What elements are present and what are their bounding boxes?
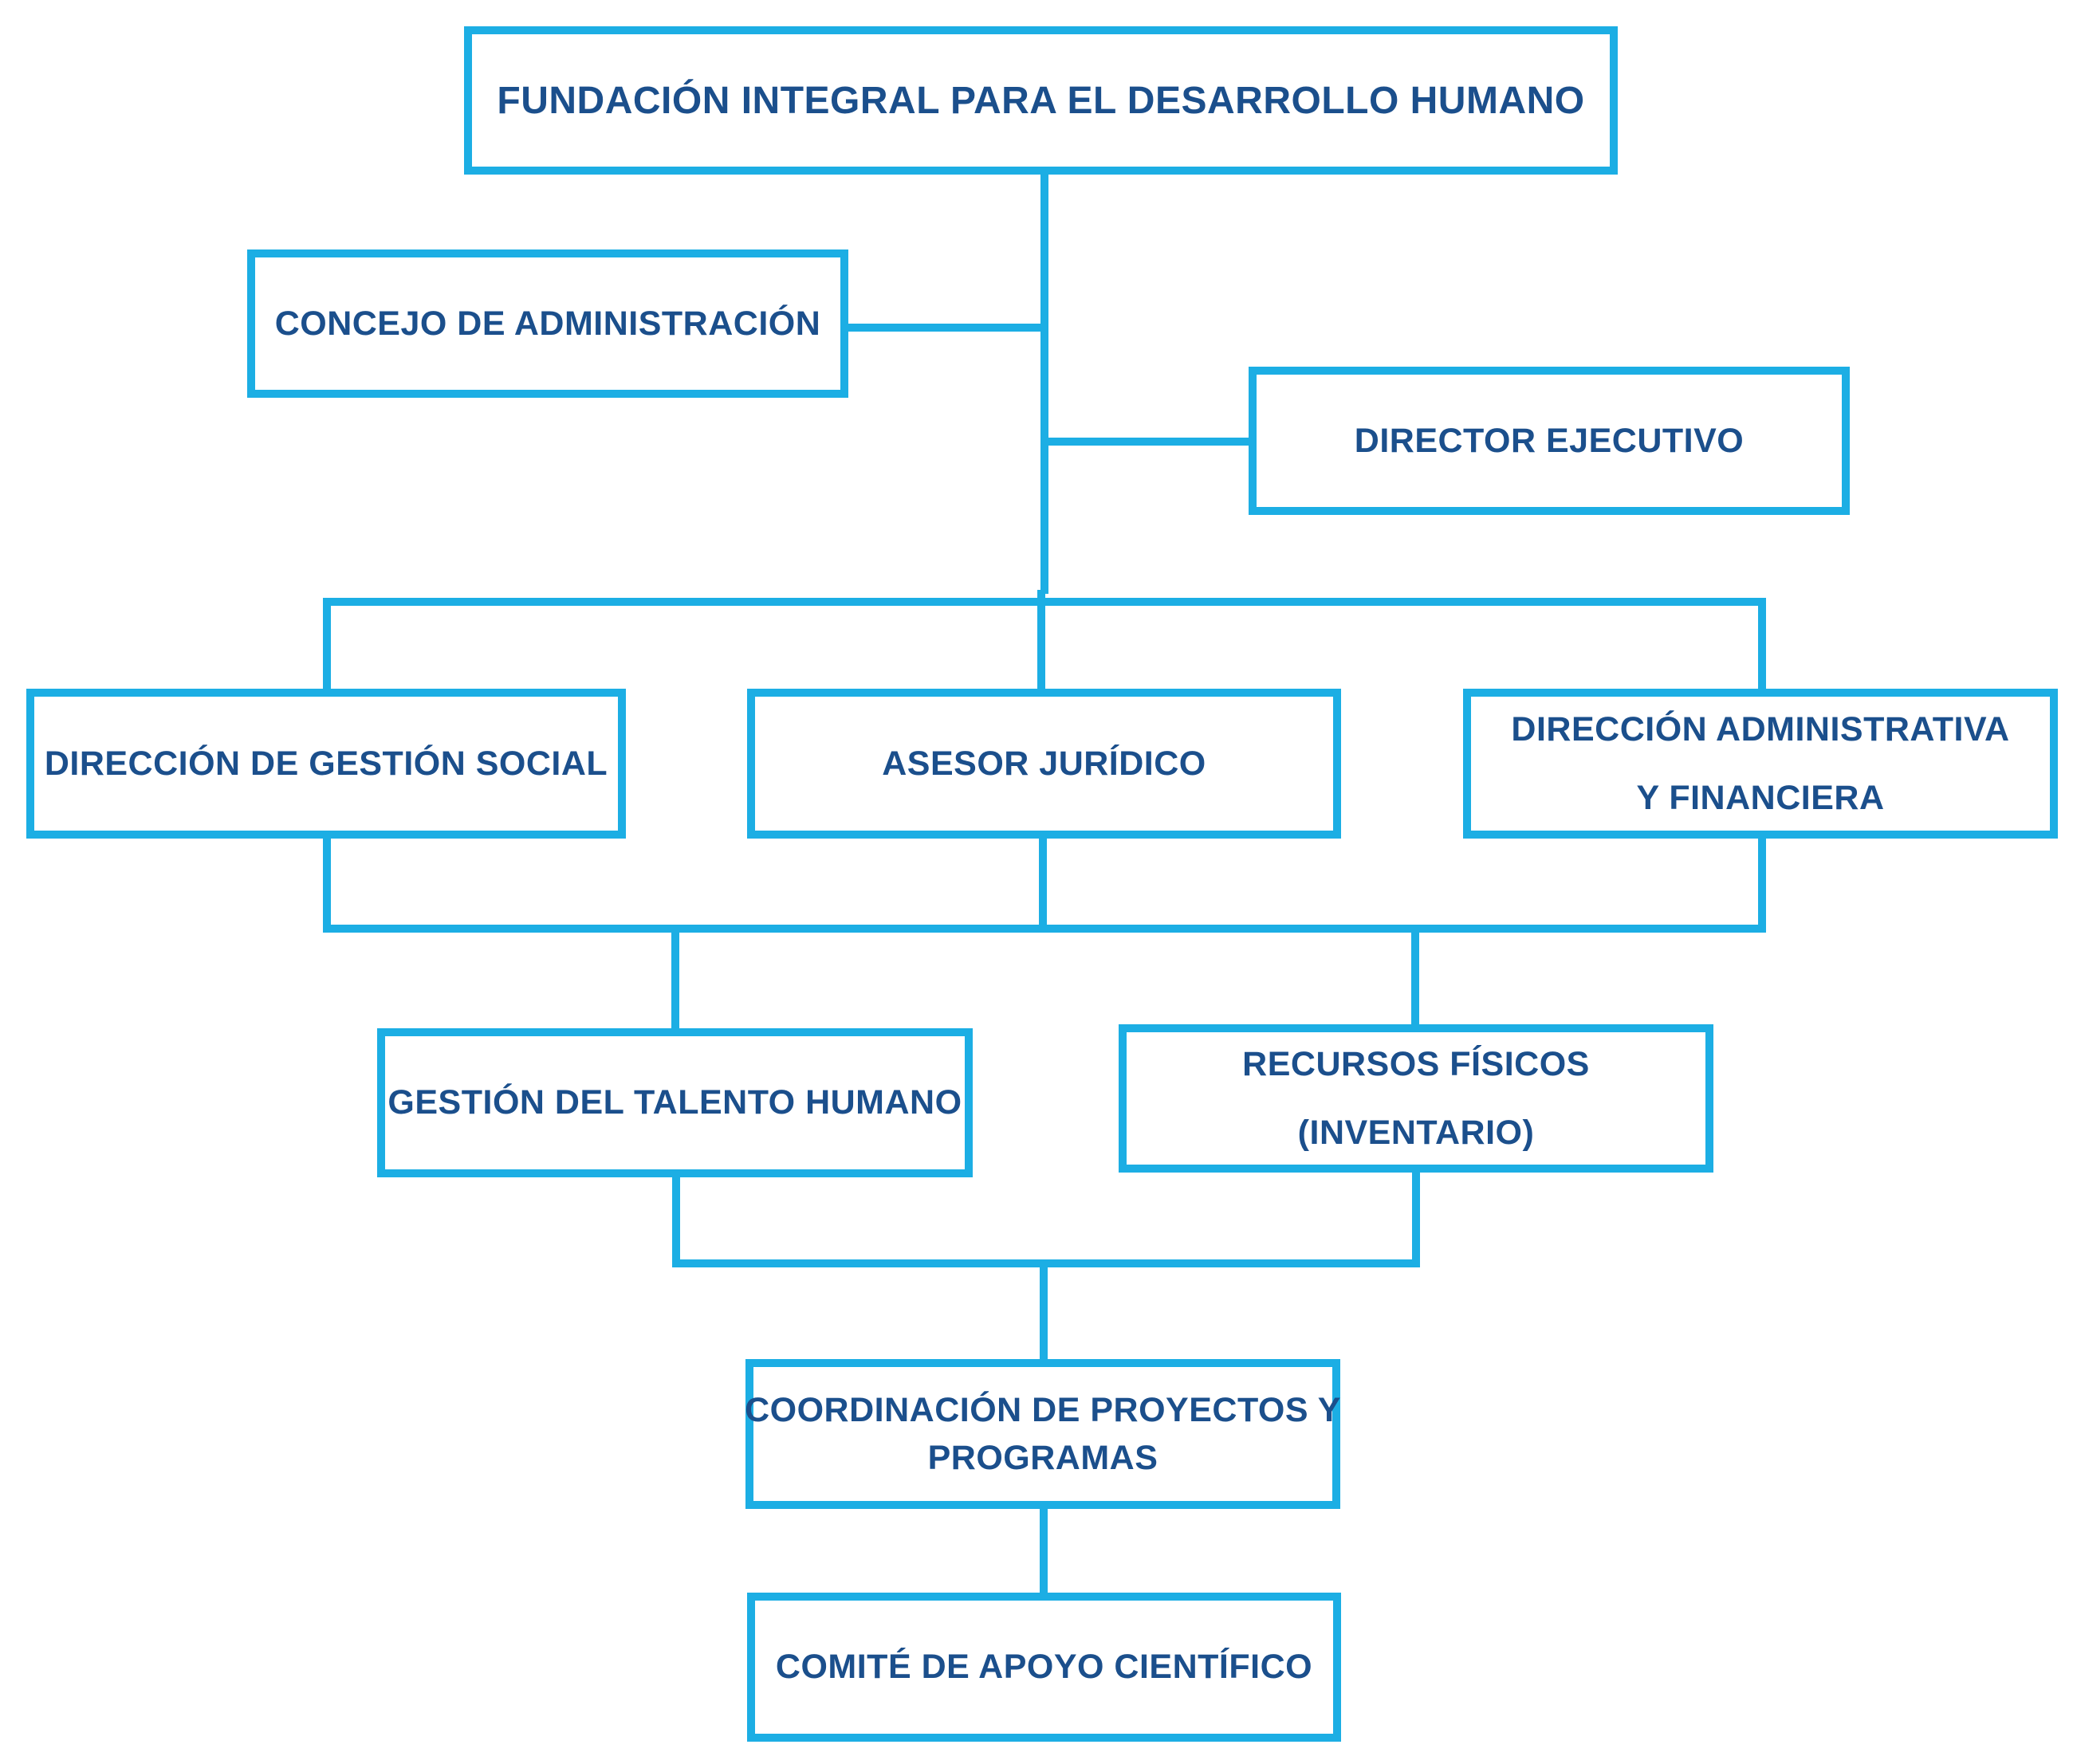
connector-to-asesor xyxy=(1037,590,1045,693)
node-direccion-gestion-social-label: DIRECCIÓN DE GESTIÓN SOCIAL xyxy=(44,744,608,783)
connector-director xyxy=(1044,438,1252,446)
node-fundacion: FUNDACIÓN INTEGRAL PARA EL DESARROLLO HU… xyxy=(464,26,1618,175)
node-director-ejecutivo: DIRECTOR EJECUTIVO xyxy=(1249,367,1850,515)
connector-to-gestion-social xyxy=(323,598,331,693)
node-direccion-administrativa-line-1: DIRECCIÓN ADMINISTRATIVA xyxy=(1511,710,2010,748)
node-direccion-gestion-social: DIRECCIÓN DE GESTIÓN SOCIAL xyxy=(26,689,626,839)
node-asesor-juridico-label: ASESOR JURÍDICO xyxy=(882,744,1206,783)
connector-from-asesor xyxy=(1039,837,1047,933)
node-coordinacion-proyectos-line-1: COORDINACIÓN DE PROYECTOS Y xyxy=(745,1391,1341,1429)
node-director-ejecutivo-label: DIRECTOR EJECUTIVO xyxy=(1354,421,1745,460)
node-recursos-fisicos-line-1: RECURSOS FÍSICOS xyxy=(1242,1045,1590,1083)
node-gestion-talento-humano: GESTIÓN DEL TALENTO HUMANO xyxy=(377,1028,973,1177)
node-comite-apoyo-cientifico-label: COMITÉ DE APOYO CIENTÍFICO xyxy=(775,1648,1313,1686)
node-comite-apoyo-cientifico: COMITÉ DE APOYO CIENTÍFICO xyxy=(747,1593,1341,1742)
connector-to-talento xyxy=(671,933,679,1036)
node-coordinacion-proyectos: COORDINACIÓN DE PROYECTOS Y PROGRAMAS xyxy=(745,1359,1340,1509)
connector-from-talento xyxy=(672,1172,680,1267)
node-concejo-administracion: CONCEJO DE ADMINISTRACIÓN xyxy=(247,249,848,398)
node-fundacion-label: FUNDACIÓN INTEGRAL PARA EL DESARROLLO HU… xyxy=(497,79,1585,122)
node-recursos-fisicos: RECURSOS FÍSICOS (INVENTARIO) xyxy=(1119,1024,1713,1173)
connector-concejo xyxy=(845,324,1044,332)
connector-to-recursos xyxy=(1411,933,1419,1032)
node-direccion-administrativa-line-2: Y FINANCIERA xyxy=(1636,779,1885,817)
node-coordinacion-proyectos-line-2: PROGRAMAS xyxy=(927,1439,1158,1477)
connector-from-recursos xyxy=(1412,1168,1420,1267)
node-recursos-fisicos-line-2: (INVENTARIO) xyxy=(1297,1114,1535,1152)
connector-to-coordinacion xyxy=(1040,1263,1048,1363)
node-direccion-administrativa: DIRECCIÓN ADMINISTRATIVA Y FINANCIERA xyxy=(1463,689,2058,839)
connector-from-gestion-social xyxy=(323,833,331,933)
connector-from-administrativa xyxy=(1758,837,1766,933)
connector-to-comite xyxy=(1040,1507,1048,1598)
connector-root-trunk xyxy=(1040,171,1048,594)
connector-to-administrativa xyxy=(1758,598,1766,693)
node-asesor-juridico: ASESOR JURÍDICO xyxy=(747,689,1341,839)
node-gestion-talento-humano-label: GESTIÓN DEL TALENTO HUMANO xyxy=(387,1083,962,1122)
connector-level3-bar xyxy=(323,925,1766,933)
node-concejo-administracion-label: CONCEJO DE ADMINISTRACIÓN xyxy=(274,304,821,343)
